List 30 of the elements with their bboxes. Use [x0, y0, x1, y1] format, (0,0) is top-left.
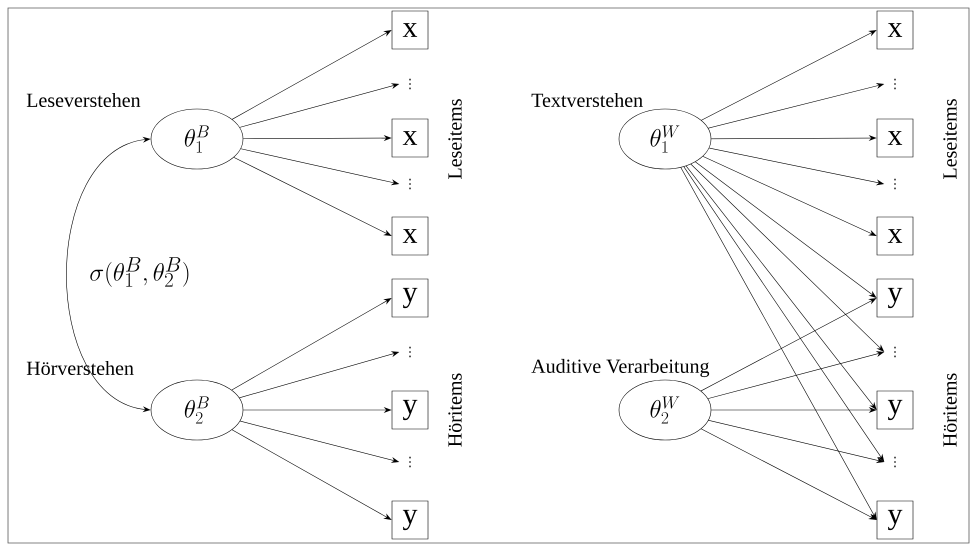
indicator-box: y [876, 278, 914, 318]
ellipsis: ⋮ [894, 78, 896, 90]
indicator-box: y [392, 278, 428, 318]
edge-label: $\sigma(\theta_1^B,\theta_2^B)$ [88, 256, 192, 288]
ellipsis: ⋮ [409, 456, 411, 468]
axis-label: Leseitems [448, 99, 462, 179]
indicator-box: y [876, 390, 914, 430]
ellipsis: ⋮ [894, 178, 896, 190]
ellipsis: ⋮ [894, 346, 896, 358]
indicator-box: x [392, 10, 428, 50]
indicator-box: y [392, 500, 428, 540]
ellipsis: ⋮ [409, 346, 411, 358]
indicator-box: x [392, 216, 428, 256]
indicator-box: x [876, 10, 914, 50]
axis-label: Leseitems [943, 99, 957, 179]
ellipsis: ⋮ [409, 178, 411, 190]
indicator-box: y [392, 390, 428, 430]
axis-label: Höritems [448, 374, 462, 447]
ellipsis: ⋮ [894, 456, 896, 468]
indicator-box: y [876, 500, 914, 540]
axis-label: Höritems [943, 374, 957, 447]
indicator-box: x [876, 118, 914, 158]
heading: Leseverstehen [25, 92, 142, 108]
arrow [680, 167, 877, 520]
ellipsis: ⋮ [409, 78, 411, 90]
heading: Textverstehen [530, 92, 644, 108]
heading: Auditive Verarbeitung [530, 358, 710, 378]
indicator-box: x [392, 118, 428, 158]
arrow [684, 166, 884, 462]
indicator-box: x [876, 216, 914, 256]
